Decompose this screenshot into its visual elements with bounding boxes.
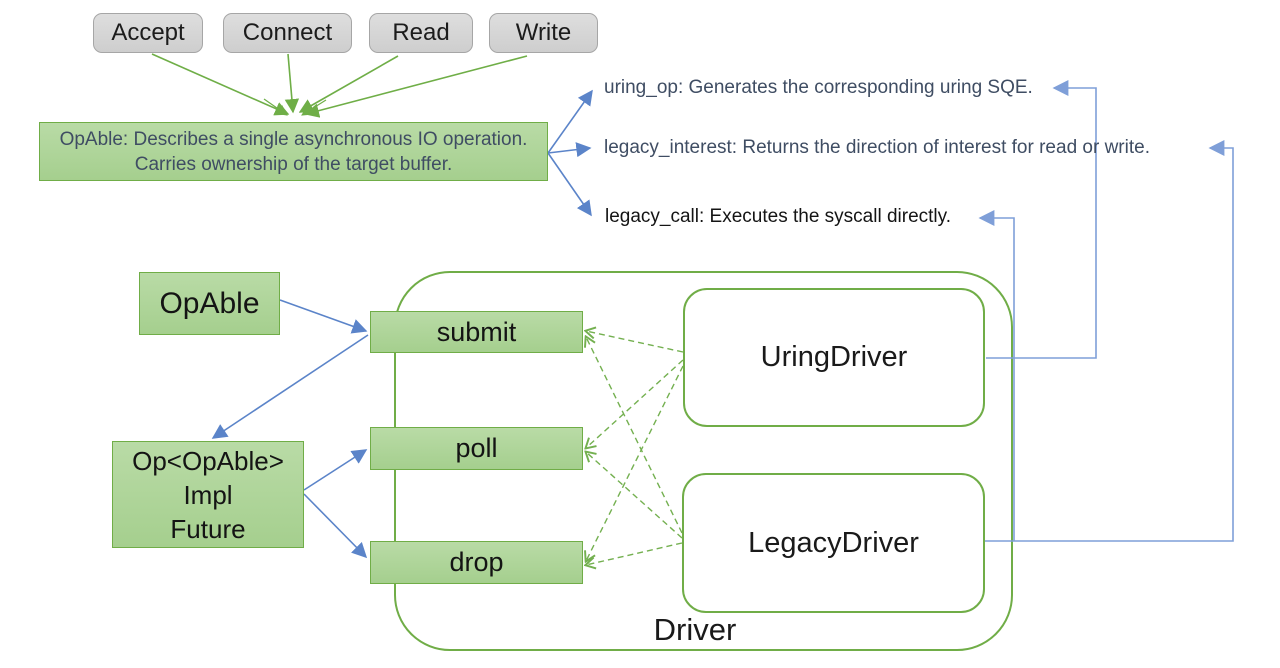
arrow-opable-to-legacy-interest	[547, 142, 592, 158]
op-wrapper-box: Op<OpAble> Impl Future	[112, 441, 304, 548]
arrow-opable-to-legacy-call	[547, 152, 592, 217]
dashed-uringdriver-to-drop	[586, 365, 684, 561]
opable-note-line2: Carries ownership of the target buffer.	[134, 153, 453, 175]
op-box-read-label: Read	[392, 19, 450, 46]
op-box-accept-label: Accept	[111, 19, 185, 46]
arrow-opable-to-uring-op	[547, 89, 593, 154]
method-box-submit: submit	[370, 311, 583, 353]
line-connect-to-opable	[284, 53, 300, 114]
dashed-legacydriver-to-submit	[586, 337, 683, 534]
op-box-connect: Connect	[223, 13, 352, 53]
starburst-spike-left	[263, 98, 288, 116]
arrow-opable-to-submit	[279, 299, 368, 334]
wire-legacydriver-to-legacy-call	[978, 210, 1015, 541]
starburst-spike-right	[301, 99, 327, 116]
method-box-poll-label: poll	[455, 433, 498, 463]
arrow-op-wrapper-to-drop	[303, 493, 368, 559]
dashed-legacydriver-to-drop	[586, 542, 683, 565]
driver-container-label: Driver	[595, 612, 795, 648]
method-box-drop: drop	[370, 541, 583, 584]
method-box-poll: poll	[370, 427, 583, 470]
method-box-drop-label: drop	[449, 547, 504, 577]
op-box-read: Read	[369, 13, 473, 53]
op-wrapper-line2: Impl	[183, 479, 233, 510]
line-write-to-opable	[304, 55, 528, 118]
arrow-submit-to-op-wrapper	[211, 334, 369, 439]
uring-driver-label: UringDriver	[760, 341, 908, 373]
line-read-to-opable	[298, 55, 399, 113]
legacy-driver-label: LegacyDriver	[748, 526, 919, 559]
legacy-driver-box: LegacyDriver	[682, 473, 985, 613]
op-wrapper-line3: Future	[170, 513, 246, 544]
note-legacy-interest: legacy_interest: Returns the direction o…	[604, 137, 1150, 158]
wire-uringdriver-to-uring-op	[986, 80, 1097, 359]
opable-note-box: OpAble: Describes a single asynchronous …	[39, 122, 548, 181]
op-box-write: Write	[489, 13, 598, 53]
wire-legacydriver-to-legacy-interest	[985, 140, 1234, 542]
note-legacy-call: legacy_call: Executes the syscall direct…	[605, 206, 952, 227]
note-uring-op: uring_op: Generates the corresponding ur…	[604, 77, 1033, 98]
uring-driver-box: UringDriver	[683, 288, 985, 427]
dashed-legacydriver-to-poll	[586, 452, 683, 539]
driver-container-label-text: Driver	[653, 612, 737, 647]
dashed-uringdriver-to-poll	[586, 359, 684, 448]
op-box-write-label: Write	[515, 19, 572, 46]
op-box-accept: Accept	[93, 13, 203, 53]
opable-box: OpAble	[139, 272, 280, 335]
op-wrapper-line1: Op<OpAble>	[132, 445, 284, 476]
opable-box-label: OpAble	[159, 286, 260, 320]
op-box-connect-label: Connect	[242, 19, 333, 46]
method-box-submit-label: submit	[436, 316, 517, 347]
arrow-op-wrapper-to-poll	[303, 449, 368, 491]
line-accept-to-opable	[151, 53, 290, 116]
dashed-uringdriver-to-submit	[586, 331, 684, 353]
opable-note-line1: OpAble: Describes a single asynchronous …	[59, 128, 528, 150]
